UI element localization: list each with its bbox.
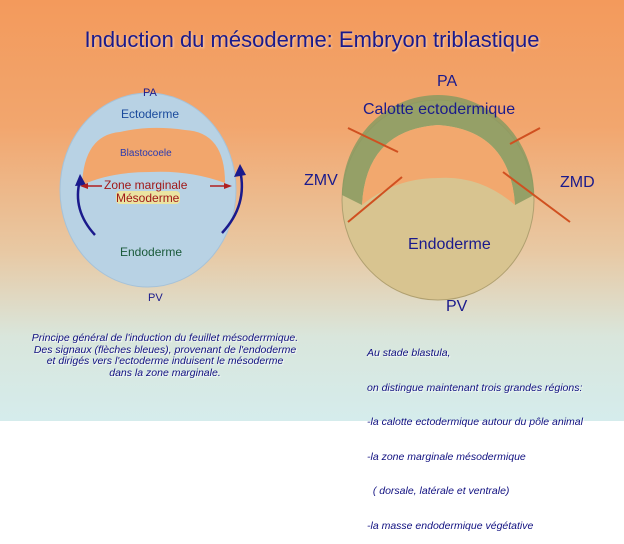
label-pv-right: PV [446, 298, 468, 315]
caption-line: et dirigés vers l'ectoderme induisent le… [46, 355, 284, 367]
caption-line: Principe général de l'induction du feuil… [31, 332, 299, 344]
illustrations [59, 92, 571, 301]
caption-line: on distingue maintenant trois grandes ré… [367, 381, 583, 394]
label-ectoderme: Ectoderme [121, 107, 180, 121]
label-endoderme-left: Endoderme [120, 245, 183, 259]
ectodermal-cap [342, 95, 534, 205]
label-pa-left: PA [143, 87, 157, 99]
page-title: Induction du mésoderme: Embryon triblast… [84, 27, 540, 52]
label-pv-left: PV [148, 292, 163, 304]
label-blastocoele: Blastocoele [120, 148, 172, 159]
caption-line: -la zone marginale mésodermique [367, 450, 526, 463]
right-embryo [341, 95, 571, 301]
caption-line: dans la zone marginale. [109, 366, 221, 379]
label-zone-marginale: Zone marginale [104, 178, 188, 192]
label-mesoderme: Mésoderme [116, 191, 180, 205]
caption-line: Au stade blastula, [367, 347, 451, 359]
caption-line: -la masse endodermique végétative [367, 519, 534, 532]
label-endoderme-right: Endoderme [408, 236, 491, 253]
label-zmv: ZMV [304, 172, 338, 189]
blastocoele-cavity [362, 125, 515, 205]
blastocoele-cavity [82, 127, 225, 185]
caption-line: Des signaux (flèches bleues), provenant … [33, 343, 297, 356]
left-embryo [59, 92, 246, 288]
diagram: Induction du mésoderme: Embryon triblast… [0, 0, 624, 531]
left-caption: Principe général de l'induction du feuil… [20, 332, 310, 379]
caption-line: ( dorsale, latérale et ventrale) [367, 485, 510, 497]
caption-line: -la calotte ectodermique autour du pôle … [367, 416, 583, 428]
label-pa-right: PA [437, 73, 458, 90]
signal-arrow-right [221, 169, 244, 234]
label-calotte: Calotte ectodermique [363, 101, 516, 118]
right-caption: Au stade blastula, on distingue maintena… [367, 325, 583, 544]
label-zmd: ZMD [560, 174, 595, 191]
